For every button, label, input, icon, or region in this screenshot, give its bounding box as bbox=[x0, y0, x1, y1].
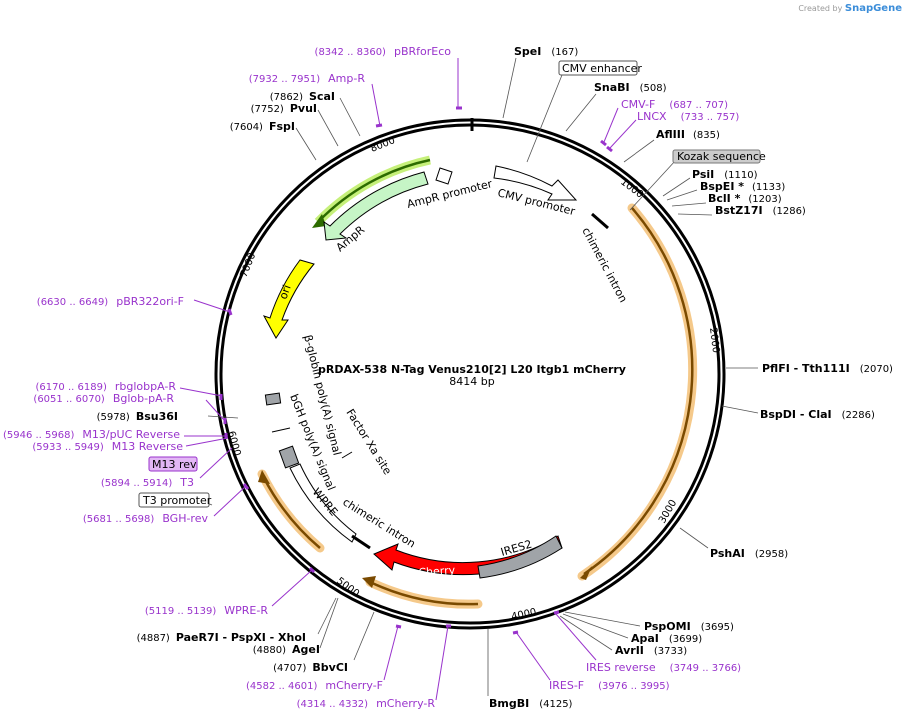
ires2-arrow bbox=[477, 535, 563, 579]
mcherry-label: mCherry bbox=[407, 564, 456, 580]
primer-bgh-rev: (5681 .. 5698)BGH-rev bbox=[83, 512, 209, 525]
ampr-orf-head bbox=[312, 214, 326, 228]
enzyme-bspei: BspEI *(1133) bbox=[700, 180, 785, 193]
enzyme-fspi: (7604)FspI bbox=[230, 120, 295, 133]
primer-wpre-r: (5119 .. 5139)WPRE-R bbox=[145, 604, 268, 617]
enzyme-pflfi: PflFI - Tth111I(2070) bbox=[762, 362, 893, 375]
plasmid-length: 8414 bp bbox=[449, 375, 494, 388]
tick-2000: 2000 bbox=[707, 327, 721, 354]
ori-label: ori bbox=[277, 283, 294, 301]
enzyme-bstz17i: BstZ17I(1286) bbox=[715, 204, 806, 217]
primer-pbr322ori-f: (6630 .. 6649)pBR322ori-F bbox=[37, 295, 184, 308]
primer-cmv-f: CMV-F(687 .. 707) bbox=[621, 98, 728, 111]
enzyme-pvui: (7752)PvuI bbox=[251, 102, 317, 115]
orf-arc-venus-head bbox=[580, 566, 592, 580]
ampr-promoter-arrow bbox=[435, 167, 453, 185]
factor-xa-mark bbox=[341, 451, 353, 459]
orf-arc-left-head bbox=[258, 470, 270, 484]
enzyme-paer7i: (4887)PaeR7I - PspXI - XhoI bbox=[137, 631, 306, 644]
enzyme-bspdi: BspDI - ClaI(2286) bbox=[760, 408, 875, 421]
enzyme-pshai: PshAI(2958) bbox=[710, 547, 788, 560]
primer-rbglobpa-r: (6170 .. 6189)rbglobpA-R bbox=[35, 380, 176, 393]
chimeric-intron-1-mark bbox=[591, 212, 609, 230]
tick-7000: 7000 bbox=[239, 251, 259, 279]
enzyme-bmgbi: BmgBI(4125) bbox=[489, 697, 573, 710]
chimeric-intron-2-mark bbox=[351, 534, 371, 550]
plasmid-name: pRDAX-538 N-Tag Venus210[2] L20 Itgb1 mC… bbox=[318, 363, 626, 376]
primer-ires-reverse: IRES reverse(3749 .. 3766) bbox=[586, 661, 741, 674]
features bbox=[262, 165, 609, 579]
ori-arrow bbox=[262, 259, 315, 339]
backbone-outer bbox=[214, 118, 726, 630]
orf-arc-venus bbox=[583, 207, 694, 576]
ampr-arrow bbox=[323, 171, 429, 241]
orf-arc-mid bbox=[369, 580, 479, 606]
enzyme-psii: PsiI(1110) bbox=[692, 168, 758, 181]
primer-ires-f: IRES-F(3976 .. 3995) bbox=[549, 679, 670, 692]
enzyme-agei: (4880)AgeI bbox=[253, 643, 320, 656]
leader-lines bbox=[199, 57, 759, 696]
enzyme-scai: (7862)ScaI bbox=[270, 90, 335, 103]
m13rev-label: M13 rev bbox=[152, 458, 197, 471]
credit-prefix: Created by bbox=[798, 4, 843, 13]
orf-arc-mid-head bbox=[362, 576, 376, 588]
primer-bglob-pa-r: (6051 .. 6070)Bglob-pA-R bbox=[33, 392, 174, 405]
snapgene-logo: SnapGene bbox=[844, 3, 902, 14]
m13rev-box bbox=[148, 456, 198, 472]
primer-mcherry-r: (4314 .. 4332)mCherry-R bbox=[297, 697, 436, 710]
kozak-label: Kozak sequence bbox=[677, 150, 766, 163]
orf-arc-left bbox=[262, 477, 321, 549]
beta-globin-box bbox=[264, 392, 282, 406]
primer-marks bbox=[219, 106, 613, 635]
m13-mark bbox=[271, 427, 291, 433]
enzyme-afliii: AflIII(835) bbox=[656, 128, 720, 141]
primer-t3: (5894 .. 5914)T3 bbox=[101, 476, 194, 489]
enzyme-bcli: BclI *(1203) bbox=[708, 192, 782, 205]
enzyme-bsu36i: (5978)Bsu36I bbox=[97, 410, 178, 423]
ampr-orf-glow bbox=[314, 155, 431, 226]
enzyme-avrii: AvrII(3733) bbox=[615, 644, 687, 657]
t3-promoter-label: T3 promoter bbox=[142, 494, 212, 507]
cmv-enhancer-box bbox=[558, 60, 638, 76]
primer-lines bbox=[179, 58, 637, 701]
primer-lncx: LNCX(733 .. 757) bbox=[637, 110, 739, 123]
primer-mcherry-f: (4582 .. 4601)mCherry-F bbox=[246, 679, 383, 692]
snapgene-credit: Created by SnapGene bbox=[798, 3, 902, 14]
bgh-box bbox=[278, 445, 300, 469]
primer-amp-r: (7932 .. 7951)Amp-R bbox=[249, 72, 366, 85]
ampr-orf bbox=[317, 158, 431, 223]
enzyme-apai: ApaI(3699) bbox=[631, 632, 702, 645]
backbone-inner bbox=[219, 123, 721, 625]
primer-m13-puc-reverse: (5946 .. 5968)M13/pUC Reverse bbox=[3, 428, 180, 441]
wpre-arrow bbox=[289, 463, 357, 543]
cmv-enhancer-label: CMV enhancer bbox=[562, 62, 642, 75]
primer-pbrforeco: (8342 .. 8360)pBRforEco bbox=[315, 45, 452, 58]
tick-1000: 1000 bbox=[618, 177, 645, 201]
enzyme-pspomi: PspOMI(3695) bbox=[644, 620, 734, 633]
primer-m13-reverse: (5933 .. 5949)M13 Reverse bbox=[32, 440, 183, 453]
enzyme-spei: SpeI(167) bbox=[514, 45, 578, 58]
kozak-box bbox=[672, 149, 761, 164]
factor-xa-label: Factor Xa site bbox=[343, 407, 394, 478]
t3-promoter-box bbox=[138, 492, 210, 508]
primer-labels: (8342 .. 8360)pBRforEco (7932 .. 7951)Am… bbox=[3, 45, 741, 710]
enzyme-labels: SpeI(167) SnaBI(508) AflIII(835) PsiI(11… bbox=[97, 45, 893, 710]
enzyme-snabi: SnaBI(508) bbox=[594, 81, 667, 94]
orf-arcs bbox=[257, 155, 698, 609]
enzyme-bbvci: (4707)BbvCI bbox=[273, 661, 348, 674]
cmv-promoter-arrow bbox=[493, 165, 578, 201]
tick-4000: 4000 bbox=[510, 607, 537, 623]
chimeric-intron-1-label: chimeric intron bbox=[579, 225, 629, 304]
